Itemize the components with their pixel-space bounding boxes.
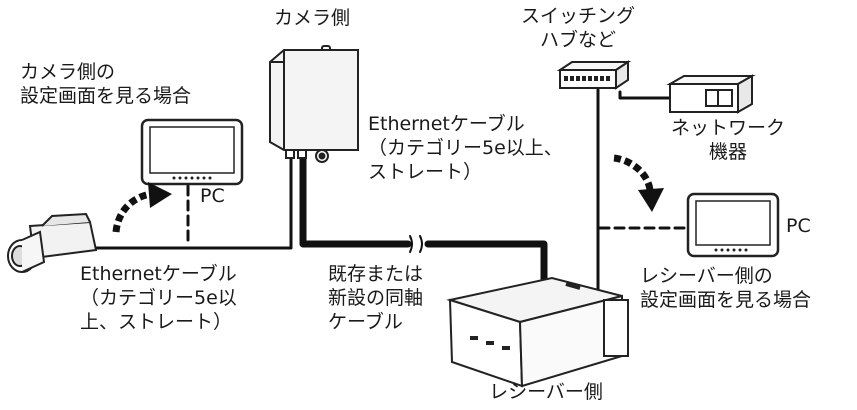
- pc-left-label: PC: [200, 185, 225, 207]
- camera-settings-label: カメラ側の 設定画面を見る場合: [20, 61, 192, 107]
- receiver-settings-label: レシーバー側の 設定画面を見る場合: [640, 265, 812, 311]
- receiver-unit-icon: [446, 276, 629, 388]
- bullet-camera-icon: [7, 212, 98, 273]
- curved-arrow-icon-left: [112, 182, 172, 233]
- ethernet-cable-bottom-label: Ethernetケーブル （カテゴリー5e以 上、ストレート）: [80, 263, 237, 333]
- cable-break-mark: [409, 235, 423, 253]
- network-device-icon: [666, 74, 756, 114]
- coax-cable-label: 既存または 新設の同軸 ケーブル: [328, 263, 424, 333]
- ethernet-cable-network: [618, 90, 672, 100]
- wall-camera-converter-icon: [269, 45, 359, 163]
- curved-arrow-icon-right: [613, 154, 664, 212]
- tablet-pc-icon-right: [686, 192, 780, 258]
- switching-hub-label: スイッチング ハブなど: [520, 5, 635, 51]
- pc-right-label: PC: [786, 215, 811, 237]
- receiver-side-label: レシーバー側: [489, 381, 603, 403]
- tablet-pc-icon-left: [140, 118, 244, 186]
- coax-cable-line: [299, 146, 412, 248]
- switching-hub-icon: [556, 60, 632, 90]
- cables: [93, 88, 692, 292]
- coax-cable-line-2: [424, 240, 548, 292]
- network-device-label: ネットワーク 機器: [670, 117, 785, 163]
- camera-side-label: カメラ側: [273, 7, 350, 29]
- ethernet-cable-top-label: Ethernetケーブル （カテゴリー5e以上、 ストレート）: [368, 113, 563, 183]
- ethernet-cable-left: [93, 148, 293, 250]
